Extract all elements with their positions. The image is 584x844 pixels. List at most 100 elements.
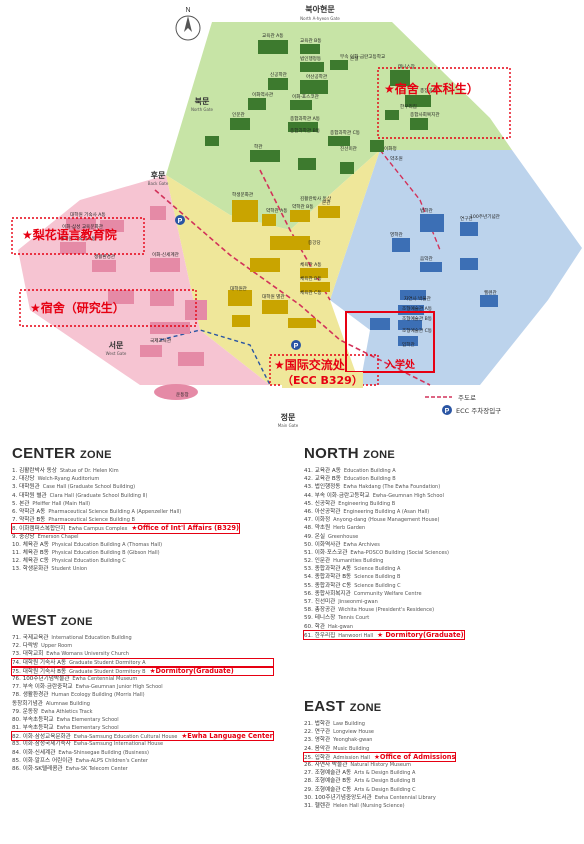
center-zone-title: CENTER ZONE <box>12 445 112 462</box>
item-korean-name: 자연사 박물관 <box>314 761 348 768</box>
item-number: 27. <box>304 770 313 777</box>
item-korean-name: 교육관 B동 <box>314 476 341 483</box>
item-english-name: Ewha-POSCO Building (Social Sciences) <box>350 549 449 556</box>
map-label-26: 자연사 박물관 <box>404 295 432 302</box>
item-highlight-note: ★Ewha Language Center <box>181 732 273 741</box>
item-korean-name: 체육관 C동 <box>22 558 49 565</box>
item-korean-name: 조형예술관 B동 <box>314 778 352 785</box>
item-korean-name: 대학원관 <box>19 484 40 491</box>
item-korean-name: 부속초등학교 <box>22 725 54 732</box>
map-label-47: 이화정 <box>384 145 397 152</box>
item-korean-name: 총장공관 <box>314 607 336 614</box>
parking-marker-label-1: P <box>178 218 183 225</box>
item-english-name: Ewha Elementary School <box>56 725 119 732</box>
item-number: 55. <box>304 582 313 589</box>
map-label-9: 중강당 <box>308 239 321 246</box>
map-label-79: 운동장 <box>176 391 189 398</box>
item-english-name: Ewha-Geumnan High School <box>372 492 444 499</box>
item-number: 81. <box>12 725 21 732</box>
item-number: 48. <box>304 525 313 532</box>
item-korean-name: 한우리집 <box>314 632 336 639</box>
parking-marker-label-2: P <box>294 343 299 350</box>
item-english-name: Education Building A <box>343 468 396 474</box>
item-number: 3. <box>12 484 18 491</box>
item-english-name: Engineering Building B <box>338 500 396 507</box>
item-korean-name: 조형예술관 C동 <box>314 786 352 793</box>
item-english-name: Student Union <box>51 566 88 573</box>
gate-north-en: North Gate <box>191 107 214 112</box>
item-english-name: Statue of Dr. Helen Kim <box>59 468 119 474</box>
item-english-name: Ewha Hakdang (The Ewha Foundation) <box>343 484 441 491</box>
item-highlight-note: ★Office of Int'l Affairs (B329) <box>131 524 239 533</box>
item-korean-name: 부속초등학교 <box>22 716 54 723</box>
callout-box-language-center <box>11 217 145 255</box>
item-number: 76. <box>12 675 21 682</box>
item-number: 42. <box>304 476 313 483</box>
item-korean-name: 이화·SK텔레콤관 <box>22 766 63 772</box>
map-label-30: 100주년기념관 <box>470 213 501 220</box>
map-label-57: 진선미관 <box>340 145 358 152</box>
gate-north-ahyeon-en: North A-hyeon Gate <box>300 16 340 21</box>
map-label-21: 법학관 <box>420 207 433 214</box>
item-english-name: Helen Hall (Nursing Science) <box>333 802 405 809</box>
item-number: 23. <box>304 737 313 744</box>
item-korean-name: 이화·삼성국제기숙사 <box>22 741 71 748</box>
item-english-name: Ewha Centennial Library <box>374 794 436 801</box>
map-label-54: 종합과학관 B동 <box>290 127 320 134</box>
main-road-3 <box>159 329 271 386</box>
item-number: 54. <box>304 574 313 581</box>
callout-intl-office-line1: ★国际交流处 <box>274 356 345 373</box>
item-korean-name: 법학관 <box>314 721 331 727</box>
item-number: 9. <box>12 533 18 540</box>
item-english-name: Jinseonmi-gwan <box>338 599 378 605</box>
item-highlight-note: ★Dormitory(Graduate) <box>149 666 234 675</box>
compass-icon <box>175 15 201 41</box>
item-korean-name: 100주년기념중앙도서관 <box>314 794 372 801</box>
item-number: 8. <box>12 526 18 533</box>
item-korean-name: 이화·신세계관 <box>22 749 56 756</box>
center-buildings <box>228 200 340 328</box>
item-korean-name: 약학관 A동 <box>19 508 46 515</box>
item-english-name: Physical Education Building B (Gibson Ha… <box>51 549 160 556</box>
map-label-71: 국제교육관 <box>150 337 172 344</box>
item-number: 86. <box>12 766 21 772</box>
map-label-28: 조형예술관 B동 <box>402 315 432 322</box>
item-number: 75. <box>12 668 21 675</box>
map-label-82: 이화·삼성 교육문화관 <box>62 223 104 230</box>
item-korean-name: 이화정 <box>314 517 331 524</box>
item-english-name: Law Building <box>333 721 365 727</box>
item-english-name: Science Building C <box>354 582 401 589</box>
item-korean-name: 약학관 B동 <box>19 517 46 524</box>
item-english-name: Herb Garden <box>333 525 366 532</box>
item-number: 44. <box>304 492 313 499</box>
map-label-42: 교육관 B동 <box>300 37 322 44</box>
item-number: 43. <box>304 484 313 491</box>
item-english-name: Science Building A <box>354 566 401 573</box>
item-korean-name: 신공학관 <box>314 500 336 507</box>
item-number: 71. <box>12 635 21 641</box>
map-label-76: 생활환경관 <box>94 253 116 260</box>
item-number: 10. <box>12 541 21 548</box>
item-number: 41. <box>304 468 313 474</box>
item-korean-name: 종합사회복지관 <box>314 590 351 597</box>
map-label-13: 학생문화관 <box>232 191 254 198</box>
item-number: 61. <box>304 632 313 639</box>
map-label-51: 이화·포스코관 <box>292 93 320 100</box>
item-korean-name: 이화·포스코관 <box>314 549 348 556</box>
map-label-45: 신공학관 <box>270 71 288 78</box>
item-english-name: International Education Building <box>51 635 132 641</box>
